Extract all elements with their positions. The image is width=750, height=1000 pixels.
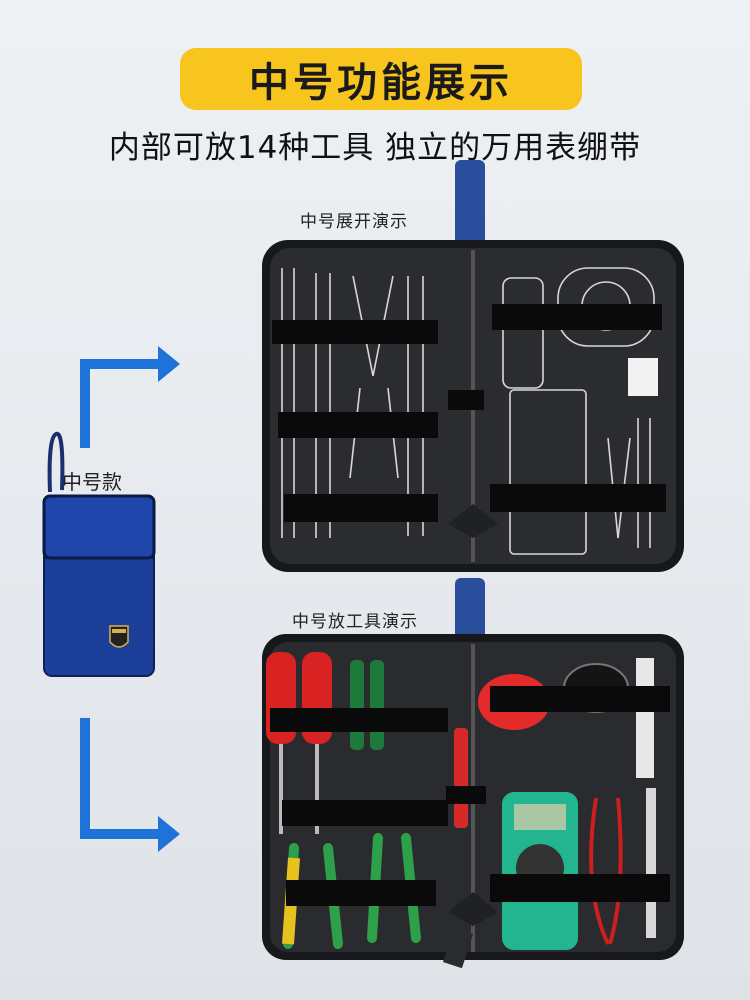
arrow-down-right-icon xyxy=(80,718,180,852)
product-label: 中号款 xyxy=(62,470,122,494)
title-banner: 中号功能展示 xyxy=(180,48,582,110)
open-demo-caption: 中号展开演示 xyxy=(300,212,408,232)
page-subtitle: 内部可放14种工具 独立的万用表绷带 xyxy=(108,130,642,166)
open-case-empty-image xyxy=(262,160,684,572)
arrow-up-right-icon xyxy=(80,346,180,448)
open-case-tools-image xyxy=(262,578,684,968)
closed-bag-image xyxy=(42,431,156,677)
tools-demo-caption: 中号放工具演示 xyxy=(292,612,418,632)
page-title: 中号功能展示 xyxy=(249,60,513,106)
